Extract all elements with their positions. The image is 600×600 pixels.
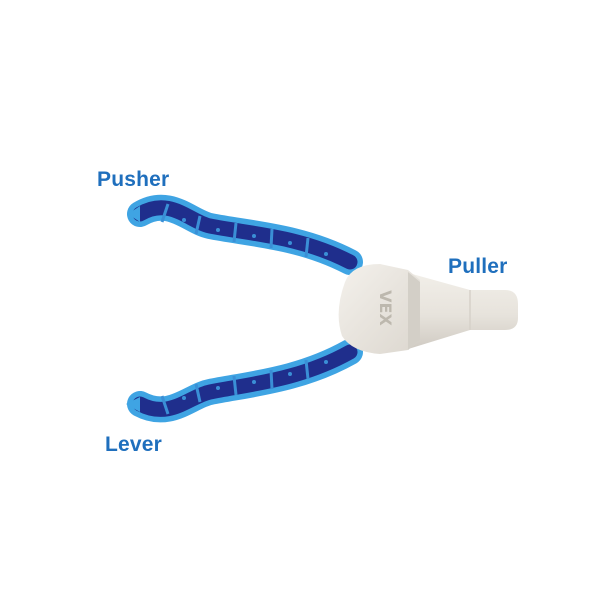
puller-label: Puller xyxy=(448,255,508,278)
hub: VEX xyxy=(338,264,420,354)
pusher-label: Pusher xyxy=(97,168,170,191)
upper-arm-ribs xyxy=(160,203,310,258)
upper-arm xyxy=(127,194,363,275)
vex-brand-mark: VEX xyxy=(376,290,395,326)
lower-arm-ribs xyxy=(160,359,310,415)
lower-arm xyxy=(126,339,363,423)
upper-arm-holes xyxy=(182,218,328,256)
puller-nozzle xyxy=(405,272,518,350)
lever-label: Lever xyxy=(105,433,163,456)
lower-arm-holes xyxy=(182,360,328,400)
